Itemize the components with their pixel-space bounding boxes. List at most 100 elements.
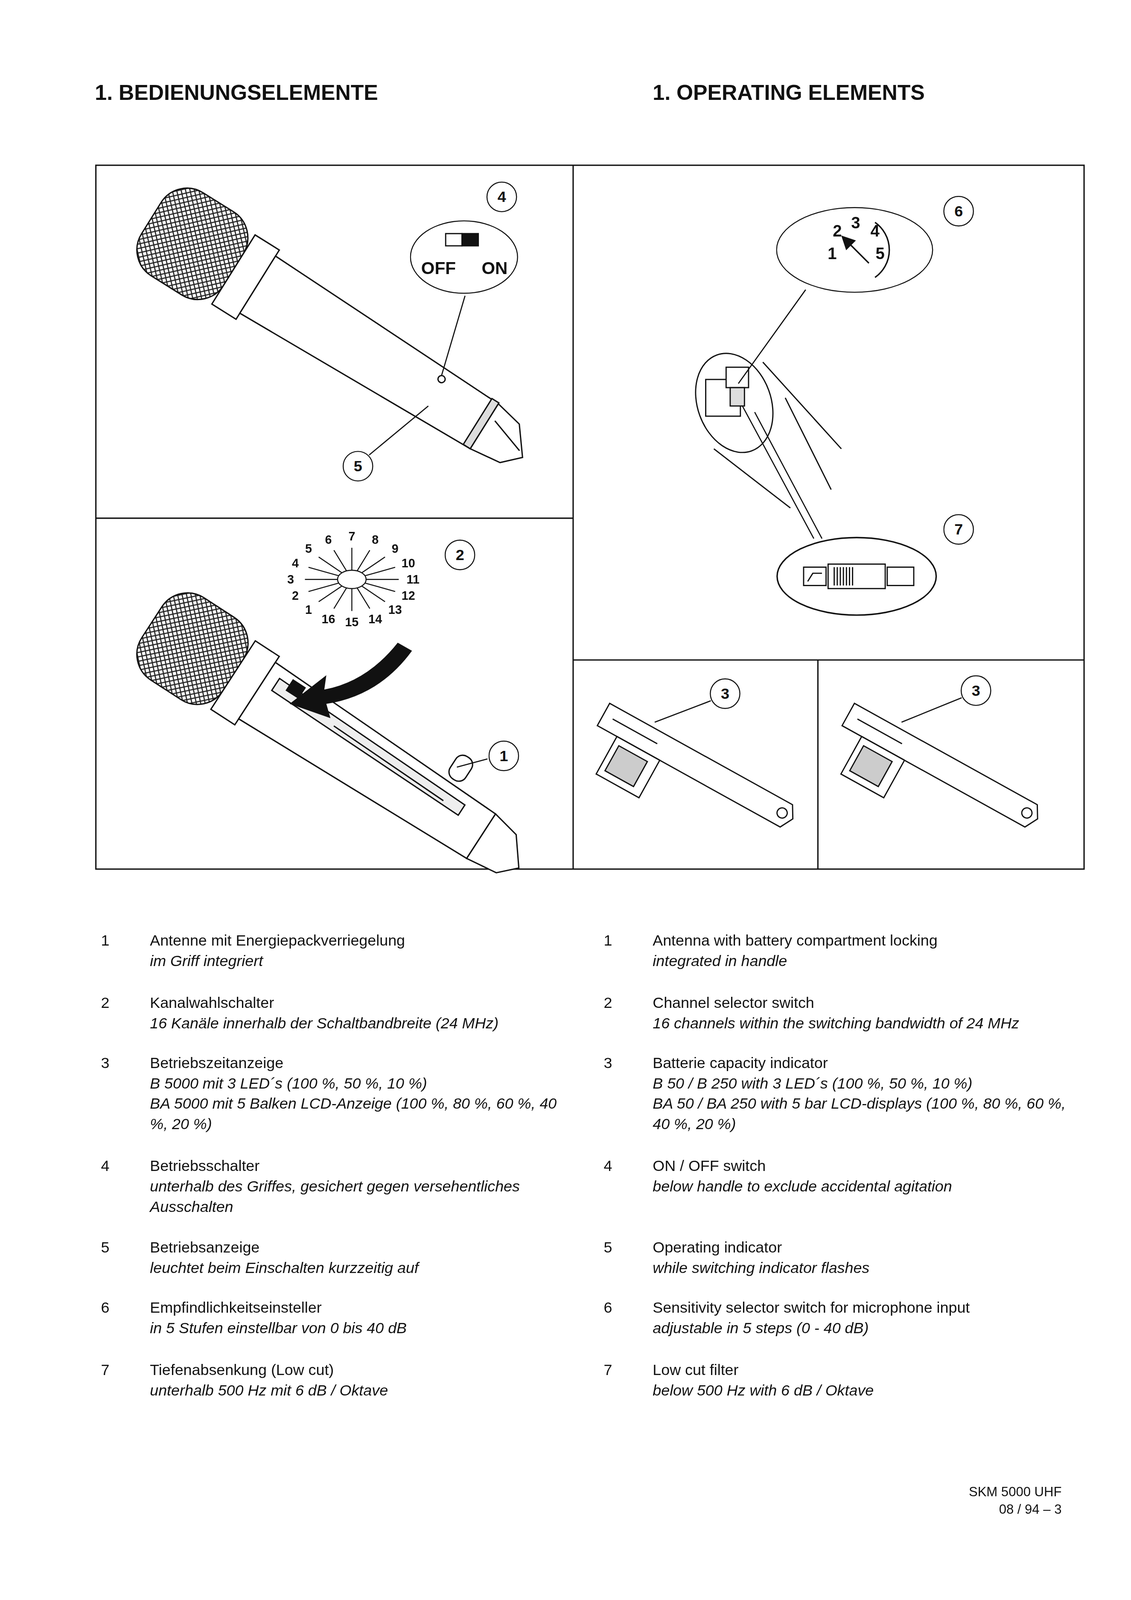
item-name: Empfindlichkeitseinsteller bbox=[149, 1297, 322, 1318]
microphone-drawing-part bbox=[332, 725, 445, 801]
capsule-end-drawing-part bbox=[762, 361, 842, 449]
callout-number: 7 bbox=[943, 513, 974, 545]
item-name: Operating indicator bbox=[652, 1236, 782, 1258]
battery-pack-drawing-part bbox=[849, 745, 892, 787]
page-number: 08 / 94 – 3 bbox=[918, 1500, 1062, 1518]
leader-line-part bbox=[456, 758, 488, 767]
microphone-drawing-part bbox=[463, 398, 499, 449]
channel-number: 1 bbox=[305, 602, 312, 617]
inset-text: 3 bbox=[851, 214, 860, 233]
callout-number: 4 bbox=[486, 181, 518, 213]
leader-line bbox=[369, 295, 466, 455]
channel-number: 5 bbox=[305, 542, 312, 557]
item-name: Batterie capacity indicator bbox=[652, 1052, 828, 1073]
item-description: BA 50 / BA 250 with 5 bar LCD-displays (… bbox=[652, 1093, 1083, 1135]
item-number: 5 bbox=[101, 1236, 110, 1258]
channel-number: 6 bbox=[325, 532, 333, 547]
item-name: Low cut filter bbox=[652, 1359, 739, 1380]
channel-number: 9 bbox=[391, 542, 399, 557]
battery-pack-drawing-part bbox=[597, 703, 799, 831]
inset-text: 2 bbox=[832, 222, 842, 241]
callout-text: 7 bbox=[954, 521, 963, 538]
pointer-arrow bbox=[289, 642, 413, 718]
item-name: Antenne mit Energiepackverriegelung bbox=[149, 929, 406, 951]
channel-dial-part bbox=[356, 586, 370, 609]
item-description: B 5000 mit 3 LED´s (100 %, 50 %, 10 %) bbox=[149, 1072, 570, 1094]
item-name: Betriebsanzeige bbox=[149, 1236, 260, 1258]
item-name: Tiefenabsenkung (Low cut) bbox=[149, 1359, 334, 1380]
inset-text: 4 bbox=[870, 222, 880, 241]
channel-number: 16 bbox=[321, 611, 336, 626]
low-cut-switch-part bbox=[827, 563, 886, 589]
item-description: unterhalb 500 Hz mit 6 dB / Oktave bbox=[149, 1379, 570, 1401]
leader-line-part bbox=[369, 405, 429, 455]
leader-line-part bbox=[654, 700, 711, 723]
item-number: 4 bbox=[101, 1155, 110, 1176]
callout-number: 3 bbox=[709, 678, 741, 709]
item-name: Sensitivity selector switch for micropho… bbox=[652, 1297, 970, 1318]
channel-dial-part bbox=[351, 547, 353, 572]
item-description: leuchtet beim Einschalten kurzzeitig auf bbox=[149, 1257, 570, 1278]
item-name: Channel selector switch bbox=[652, 992, 815, 1013]
leader-line-part bbox=[754, 411, 823, 539]
item-number: 1 bbox=[101, 929, 110, 951]
channel-dial bbox=[304, 547, 399, 611]
channel-number: 10 bbox=[401, 555, 416, 570]
capsule-end-drawing-part bbox=[725, 367, 749, 388]
channel-number: 12 bbox=[401, 588, 416, 603]
low-cut-switch-part bbox=[834, 567, 853, 586]
item-number: 6 bbox=[603, 1297, 613, 1318]
item-name: Kanalwahlschalter bbox=[149, 992, 275, 1013]
callout-number: 1 bbox=[488, 740, 520, 772]
item-description: BA 5000 mit 5 Balken LCD-Anzeige (100 %,… bbox=[149, 1093, 570, 1135]
inset-text: 5 bbox=[875, 244, 885, 263]
channel-dial-part bbox=[364, 578, 399, 580]
leader-line-part bbox=[901, 697, 962, 722]
item-name: Betriebsschalter bbox=[149, 1155, 260, 1176]
battery-pack-drawing-part bbox=[775, 805, 789, 820]
channel-dial-part bbox=[337, 570, 367, 589]
microphone-drawing-part bbox=[466, 813, 537, 886]
callout-number: 2 bbox=[444, 539, 476, 571]
channel-number: 13 bbox=[388, 602, 403, 617]
channel-number: 15 bbox=[344, 615, 359, 630]
callout-text: 3 bbox=[971, 682, 981, 699]
callout-number: 3 bbox=[960, 675, 992, 706]
page-heading: 1. BEDIENUNGSELEMENTE bbox=[94, 79, 379, 106]
channel-number: 2 bbox=[291, 588, 299, 603]
item-number: 3 bbox=[101, 1052, 110, 1073]
gain-dial-symbol-part bbox=[842, 236, 855, 249]
item-description: below handle to exclude accidental agita… bbox=[652, 1175, 1083, 1197]
document-code: SKM 5000 UHF bbox=[918, 1482, 1062, 1501]
gain-dial-symbol bbox=[842, 222, 890, 278]
microphone-drawing-part bbox=[239, 256, 502, 455]
callout-text: 3 bbox=[720, 685, 730, 702]
switch-icon-part bbox=[445, 233, 462, 246]
item-description: adjustable in 5 steps (0 - 40 dB) bbox=[652, 1317, 1083, 1338]
low-cut-switch-part bbox=[807, 573, 822, 582]
microphone-drawing-part bbox=[445, 752, 476, 785]
capsule-end-drawing-part bbox=[682, 342, 787, 464]
battery-pack-drawing bbox=[576, 703, 799, 869]
channel-number: 4 bbox=[291, 555, 299, 570]
microphone-drawing bbox=[125, 176, 552, 494]
item-description: below 500 Hz with 6 dB / Oktave bbox=[652, 1379, 1083, 1401]
inset-text: 1 bbox=[827, 244, 837, 263]
item-name: ON / OFF switch bbox=[652, 1155, 766, 1176]
item-number: 4 bbox=[603, 1155, 613, 1176]
battery-pack-drawing-part bbox=[604, 745, 648, 787]
item-description: 16 Kanäle innerhalb der Schaltbandbreite… bbox=[149, 1012, 570, 1034]
item-name: Antenna with battery compartment locking bbox=[652, 929, 938, 951]
battery-pack-drawing bbox=[821, 703, 1044, 869]
panel-frame bbox=[96, 165, 1085, 869]
switch-icon-part bbox=[461, 233, 479, 246]
inset-oval: 234 1 5 bbox=[775, 206, 933, 293]
callout-text: 5 bbox=[353, 457, 363, 475]
microphone-drawing bbox=[125, 572, 555, 904]
capsule-end-drawing-part bbox=[730, 387, 745, 406]
low-cut-switch bbox=[803, 563, 914, 589]
channel-dial-part bbox=[333, 586, 347, 609]
item-number: 2 bbox=[101, 992, 110, 1013]
panel-frame-part bbox=[573, 658, 1085, 661]
callout-text: 6 bbox=[954, 203, 963, 220]
